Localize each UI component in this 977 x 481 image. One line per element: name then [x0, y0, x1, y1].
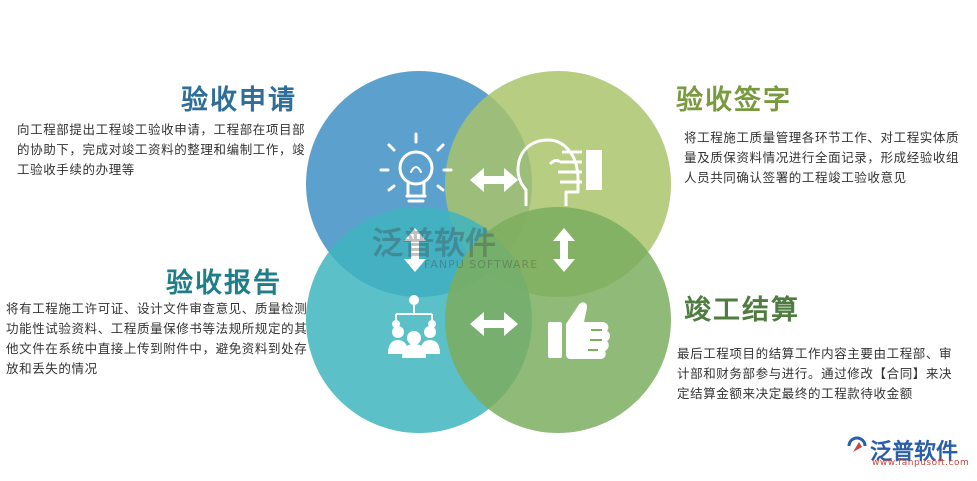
- double-arrow-icon: [404, 168, 575, 336]
- title-acceptance-application: 验收申请: [181, 85, 297, 116]
- watermark-subtext: FANPU SOFTWARE: [424, 258, 539, 271]
- people-network-icon: [388, 295, 440, 358]
- text-acceptance-signature: 将工程施工质量管理各环节工作、对工程实体质量及质保资料情况进行全面记录，形成经验…: [684, 130, 960, 185]
- title-acceptance-report: 验收报告: [166, 268, 282, 299]
- text-acceptance-application: 向工程部提出工程竣工验收申请，工程部在项目部的协助下，完成对竣工资料的整理和编制…: [17, 122, 306, 177]
- brand-logo-icon: [847, 436, 867, 452]
- title-final-settlement: 竣工结算: [684, 295, 800, 326]
- text-final-settlement: 最后工程项目的结算工作内容主要由工程部、审计部和财务部参与进行。通过修改【合同】…: [677, 346, 953, 401]
- watermark-text: 泛普软件: [372, 226, 496, 262]
- lightbulb-icon: [379, 132, 453, 203]
- brand-url: www.fanpusoft.com: [872, 458, 970, 468]
- head-hand-icon: [516, 138, 602, 206]
- text-acceptance-report: 将有工程施工许可证、设计文件审查意见、质量检测功能性试验资料、工程质量保修书等法…: [6, 301, 308, 376]
- thumbs-up-icon: [548, 302, 610, 359]
- brand-name: 泛普软件: [870, 440, 959, 465]
- circle-bottom-right: [445, 207, 671, 433]
- title-acceptance-signature: 验收签字: [676, 85, 792, 116]
